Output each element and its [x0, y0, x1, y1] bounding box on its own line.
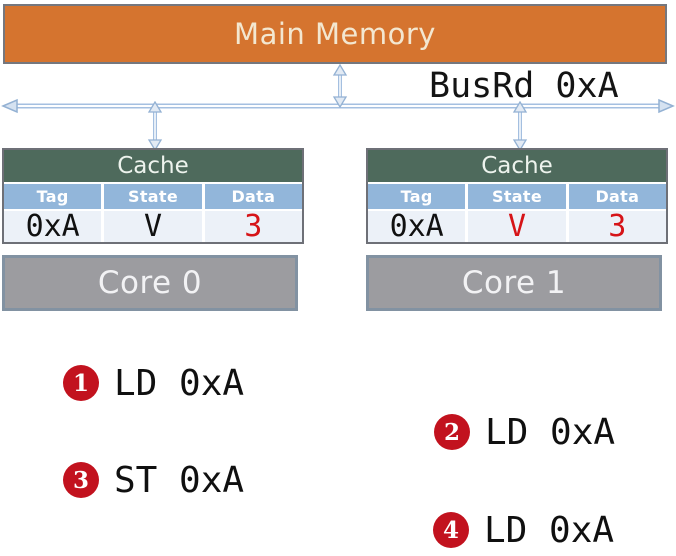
cache1-bus-connector-icon: [512, 101, 528, 151]
operation-number-badge: 2: [434, 414, 470, 450]
operation-item-3: 3 ST 0xA: [63, 459, 245, 501]
operation-item-2: 2 LD 0xA: [434, 411, 616, 453]
cache-cell-tag: 0xA: [368, 209, 466, 244]
main-memory-box: Main Memory: [3, 4, 667, 64]
cache-table-core1: Cache Tag State Data 0xA V 3: [366, 148, 668, 244]
operation-label: LD 0xA: [484, 509, 615, 551]
operation-number: 3: [72, 466, 89, 494]
cache-table-core0: Cache Tag State Data 0xA V 3: [2, 148, 304, 244]
main-memory-label: Main Memory: [234, 17, 436, 51]
cache-header-data: Data: [204, 184, 302, 209]
core1-box: Core 1: [366, 255, 662, 311]
cache-header-state: State: [104, 184, 202, 209]
operation-label: LD 0xA: [485, 411, 616, 453]
core-label: Core 0: [97, 265, 203, 301]
operation-item-1: 1 LD 0xA: [63, 362, 245, 404]
cache-header-row: Tag State Data: [368, 184, 666, 209]
core-label: Core 1: [461, 265, 567, 301]
cache-title: Cache: [368, 150, 666, 182]
operation-number-badge: 3: [63, 462, 99, 498]
cache-value-row: 0xA V 3: [368, 209, 666, 244]
cache-cell-tag: 0xA: [4, 209, 102, 244]
operation-number-badge: 4: [433, 512, 469, 548]
operation-number: 2: [443, 418, 460, 446]
cache-cell-data: 3: [204, 209, 302, 244]
cache-cell-data: 3: [568, 209, 666, 244]
operation-label: LD 0xA: [114, 362, 245, 404]
cache-header-tag: Tag: [4, 184, 102, 209]
operation-number-badge: 1: [63, 365, 99, 401]
memory-bus-connector-icon: [332, 64, 348, 108]
cache-cell-state: V: [468, 209, 566, 244]
cache-value-row: 0xA V 3: [4, 209, 302, 244]
cache-header-data: Data: [568, 184, 666, 209]
cache-cell-state: V: [104, 209, 202, 244]
cache0-bus-connector-icon: [147, 101, 163, 151]
system-bus-arrow-icon: [1, 98, 675, 114]
operation-number: 4: [442, 516, 459, 544]
cache-header-tag: Tag: [368, 184, 466, 209]
cache-header-row: Tag State Data: [4, 184, 302, 209]
bus-transaction-label: BusRd 0xA: [429, 66, 619, 106]
operation-label: ST 0xA: [114, 459, 245, 501]
core0-box: Core 0: [2, 255, 298, 311]
cache-header-state: State: [468, 184, 566, 209]
cache-title: Cache: [4, 150, 302, 182]
operation-number: 1: [72, 369, 89, 397]
operation-item-4: 4 LD 0xA: [433, 509, 615, 551]
